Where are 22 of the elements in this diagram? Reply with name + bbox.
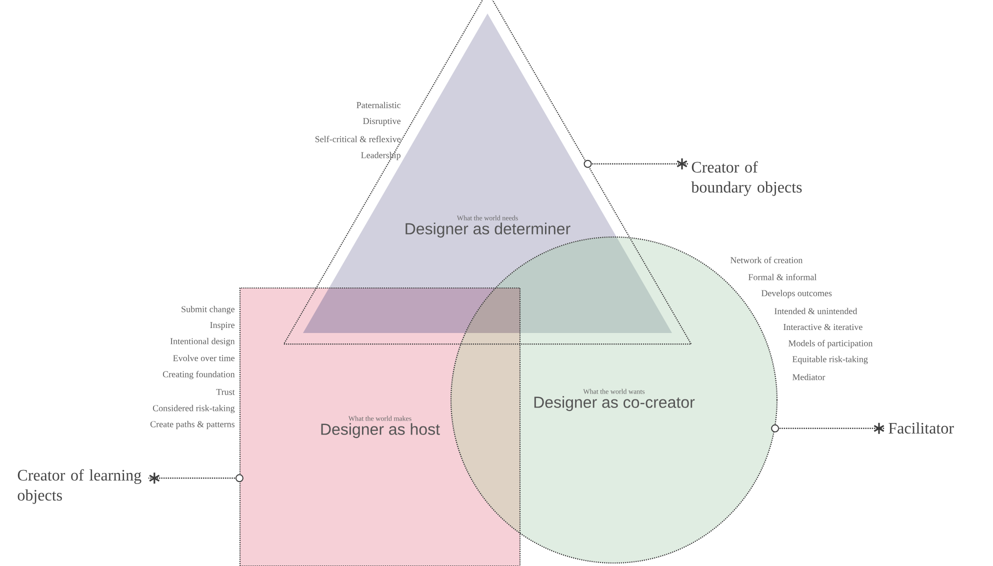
- trait-text: Intentional design: [170, 338, 235, 346]
- trait-text: Mediator: [792, 374, 826, 380]
- trait-text: Leadership: [361, 152, 400, 160]
- endpoint-label: Facilitator: [888, 422, 954, 434]
- trait-text: Models of participation: [788, 340, 873, 348]
- trait-text: Disruptive: [363, 118, 400, 126]
- endpoint-label: Creator of learning objects: [18, 469, 142, 504]
- trait-text: Self-critical & reflexive: [315, 136, 401, 142]
- connector-line: [584, 158, 688, 170]
- trait-text: Inspire: [210, 322, 234, 330]
- connector-line: [148, 472, 244, 484]
- trait-text: Create paths & patterns: [150, 420, 234, 430]
- connector-line: [771, 422, 885, 435]
- endpoint-label: Creator of boundary objects: [691, 161, 802, 196]
- trait-text: Evolve over time: [173, 354, 234, 362]
- trait-text: Submit change: [182, 306, 234, 314]
- trait-text: Creating foundation: [162, 370, 235, 380]
- trait-text: Interactive & iterative: [784, 324, 862, 330]
- trait-text: Considered risk-taking: [152, 404, 235, 414]
- trait-text: Equitable risk-taking: [792, 356, 868, 364]
- trait-text: Trust: [216, 389, 235, 395]
- trait-text: Paternalistic: [356, 102, 401, 108]
